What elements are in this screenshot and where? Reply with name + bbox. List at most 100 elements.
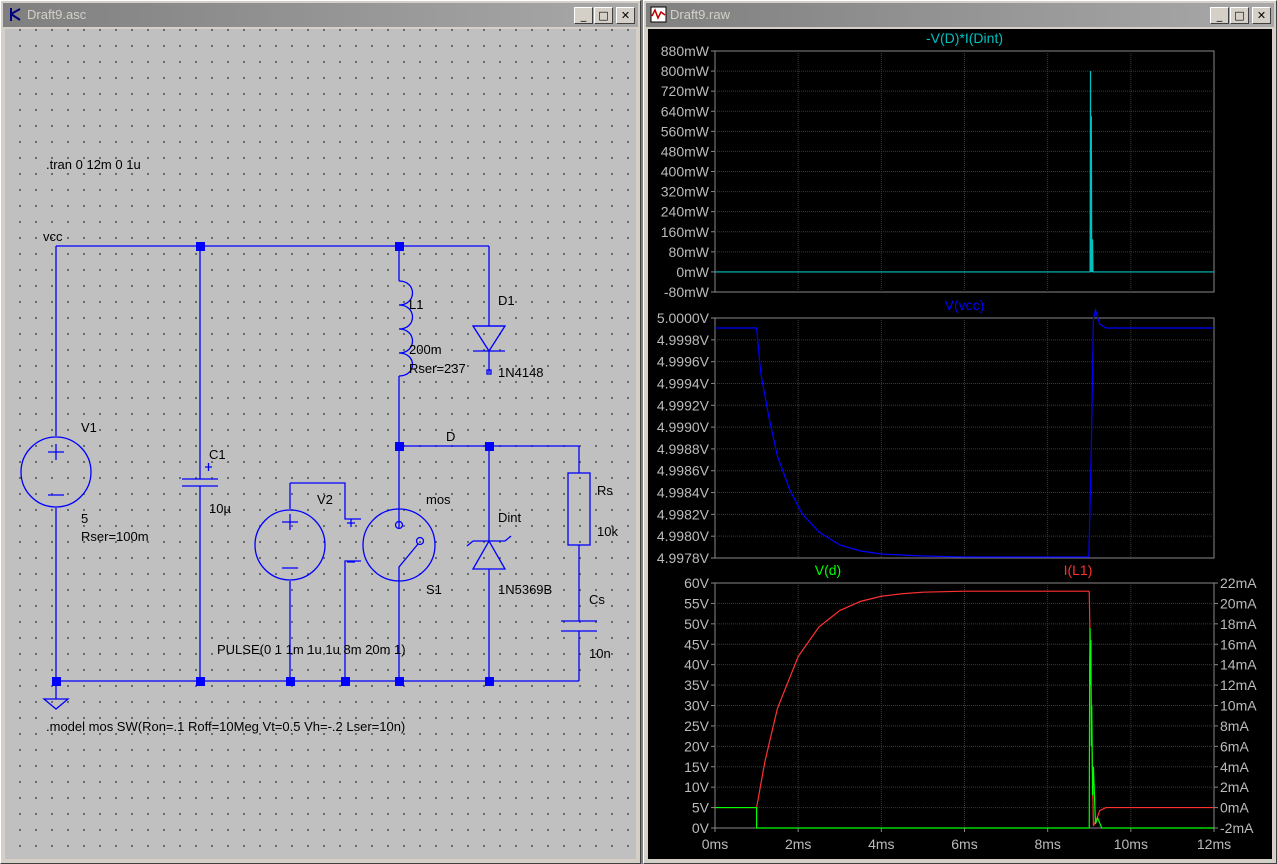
l1-value[interactable]: 200m bbox=[409, 342, 442, 357]
y-tick-label: 80mW bbox=[669, 244, 710, 260]
trace-title-right: I(L1) bbox=[1064, 562, 1093, 578]
s1-name[interactable]: S1 bbox=[426, 582, 442, 597]
v1-source-symbol[interactable] bbox=[20, 436, 92, 508]
y-tick-label: 4.9978V bbox=[657, 550, 710, 566]
y2-tick-label: 22mA bbox=[1220, 575, 1257, 591]
y-tick-label: 160mW bbox=[661, 224, 710, 240]
cs-capacitor-symbol[interactable] bbox=[561, 620, 597, 632]
c1-name[interactable]: C1 bbox=[209, 447, 226, 462]
v2-name[interactable]: V2 bbox=[317, 492, 333, 507]
d1-diode-symbol[interactable] bbox=[471, 325, 507, 375]
cs-name[interactable]: Cs bbox=[589, 592, 605, 607]
y-tick-label: 4.9990V bbox=[657, 419, 710, 435]
y-tick-label: 4.9992V bbox=[657, 397, 710, 413]
waveform-titlebar[interactable]: Draft9.raw _ □ ✕ bbox=[646, 3, 1274, 27]
y-tick-label: 4.9980V bbox=[657, 528, 710, 544]
l1-name[interactable]: L1 bbox=[409, 297, 423, 312]
y2-tick-label: -2mA bbox=[1220, 820, 1254, 836]
y2-tick-label: 18mA bbox=[1220, 616, 1257, 632]
y-tick-label: 15V bbox=[684, 759, 710, 775]
y2-tick-label: 16mA bbox=[1220, 636, 1257, 652]
y-tick-label: 640mW bbox=[661, 103, 710, 119]
net-label-vcc[interactable]: vcc bbox=[43, 229, 63, 244]
d1-model[interactable]: 1N4148 bbox=[498, 365, 544, 380]
y-tick-label: 0mW bbox=[676, 264, 709, 280]
c1-value[interactable]: 10µ bbox=[209, 501, 231, 516]
model-directive[interactable]: .model mos SW(Ron=.1 Roff=10Meg Vt=0.5 V… bbox=[46, 719, 405, 734]
y-tick-label: 10V bbox=[684, 779, 710, 795]
tran-directive[interactable]: .tran 0 12m 0 1u bbox=[46, 157, 141, 172]
y-tick-label: 4.9998V bbox=[657, 332, 710, 348]
y-tick-label: 60V bbox=[684, 575, 710, 591]
v1-value[interactable]: 5 bbox=[81, 511, 88, 526]
y-tick-label: 40V bbox=[684, 657, 710, 673]
schematic-window[interactable]: Draft9.asc _ □ ✕ bbox=[0, 0, 641, 864]
cs-value[interactable]: 10n bbox=[589, 646, 611, 661]
y2-tick-label: 12mA bbox=[1220, 677, 1257, 693]
dint-diode-symbol[interactable] bbox=[466, 535, 512, 570]
y-tick-label: 880mW bbox=[661, 43, 710, 59]
minimize-button[interactable]: _ bbox=[1210, 7, 1229, 24]
schematic-drawing[interactable]: .tran 0 12m 0 1u .model mos SW(Ron=.1 Ro… bbox=[5, 29, 638, 861]
maximize-button[interactable]: □ bbox=[594, 7, 613, 24]
y-tick-label: 4.9982V bbox=[657, 506, 710, 522]
y2-tick-label: 10mA bbox=[1220, 698, 1257, 714]
c1-capacitor-symbol[interactable] bbox=[182, 463, 218, 487]
maximize-button[interactable]: □ bbox=[1230, 7, 1249, 24]
trace--v-d-i-dint- bbox=[715, 71, 1214, 273]
trace-i-l1- bbox=[715, 590, 1214, 827]
s1-model[interactable]: mos bbox=[426, 492, 451, 507]
y-tick-label: 720mW bbox=[661, 83, 710, 99]
y-tick-label: 4.9994V bbox=[657, 375, 710, 391]
y2-tick-label: 4mA bbox=[1220, 759, 1249, 775]
ground-symbol[interactable] bbox=[42, 698, 70, 710]
ltspice-schematic-icon bbox=[10, 8, 21, 21]
rs-resistor-symbol[interactable] bbox=[567, 472, 591, 546]
y2-tick-label: 0mA bbox=[1220, 800, 1249, 816]
v1-rser[interactable]: Rser=100m bbox=[81, 529, 149, 544]
close-button[interactable]: ✕ bbox=[616, 7, 635, 24]
v1-name[interactable]: V1 bbox=[81, 420, 97, 435]
y2-tick-label: 20mA bbox=[1220, 595, 1257, 611]
trace-v-d- bbox=[715, 627, 1214, 829]
y-tick-label: 0V bbox=[692, 820, 710, 836]
schematic-titlebar[interactable]: Draft9.asc _ □ ✕ bbox=[3, 3, 638, 27]
y-tick-label: 25V bbox=[684, 718, 710, 734]
rs-name[interactable]: Rs bbox=[597, 483, 613, 498]
y-tick-label: 320mW bbox=[661, 184, 710, 200]
y-tick-label: 5V bbox=[692, 800, 710, 816]
v2-source-symbol[interactable] bbox=[254, 509, 326, 581]
y2-tick-label: 8mA bbox=[1220, 718, 1249, 734]
y-tick-label: 400mW bbox=[661, 164, 710, 180]
x-tick-label: 12ms bbox=[1197, 836, 1231, 852]
y-tick-label: 20V bbox=[684, 738, 710, 754]
y-tick-label: 50V bbox=[684, 616, 710, 632]
rs-value[interactable]: 10k bbox=[597, 524, 618, 539]
waveform-plots[interactable]: 880mW800mW720mW640mW560mW480mW400mW320mW… bbox=[648, 29, 1274, 861]
dint-name[interactable]: Dint bbox=[498, 510, 522, 525]
v2-pulse[interactable]: PULSE(0 1 1m 1u 1u 8m 20m 1) bbox=[217, 642, 406, 657]
y-tick-label: 4.9988V bbox=[657, 441, 710, 457]
wires bbox=[55, 245, 580, 699]
x-tick-label: 0ms bbox=[702, 836, 728, 852]
dint-model[interactable]: 1N5369B bbox=[498, 582, 552, 597]
l1-rser[interactable]: Rser=237 bbox=[409, 361, 466, 376]
x-tick-label: 8ms bbox=[1034, 836, 1060, 852]
y2-tick-label: 6mA bbox=[1220, 738, 1249, 754]
y-tick-label: 560mW bbox=[661, 123, 710, 139]
close-button[interactable]: ✕ bbox=[1252, 7, 1271, 24]
minimize-button[interactable]: _ bbox=[574, 7, 593, 24]
y-tick-label: 4.9986V bbox=[657, 463, 710, 479]
s1-switch-symbol[interactable] bbox=[347, 508, 436, 582]
waveform-window-title: Draft9.raw bbox=[670, 7, 730, 22]
y-tick-label: 30V bbox=[684, 698, 710, 714]
schematic-canvas[interactable]: .tran 0 12m 0 1u .model mos SW(Ron=.1 Ro… bbox=[5, 29, 636, 859]
schematic-window-title: Draft9.asc bbox=[27, 7, 87, 22]
d1-name[interactable]: D1 bbox=[498, 293, 515, 308]
net-label-d[interactable]: D bbox=[446, 429, 455, 444]
y-tick-label: 45V bbox=[684, 636, 710, 652]
y-tick-label: 4.9984V bbox=[657, 485, 710, 501]
l1-inductor-symbol[interactable] bbox=[398, 280, 414, 377]
